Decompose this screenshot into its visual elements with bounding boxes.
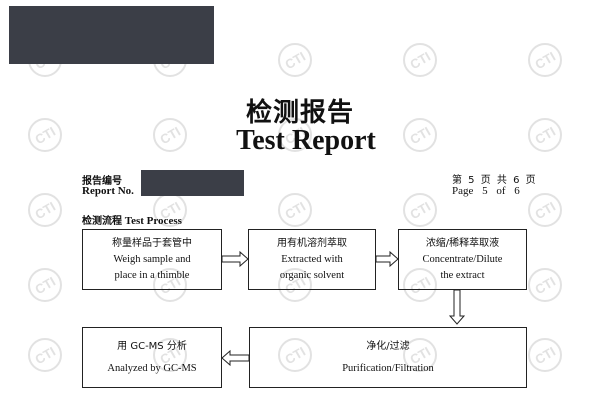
step-label-en: place in a thimble bbox=[114, 269, 190, 281]
section-heading: 检测流程 Test Process bbox=[82, 212, 182, 227]
arrow-down-icon bbox=[448, 289, 466, 325]
arrow-right-icon bbox=[221, 250, 249, 268]
report-no-label-cn: 报告编号 bbox=[82, 176, 122, 187]
step-label-en: the extract bbox=[440, 269, 485, 281]
page-count-cn: 第 5 页 共 6 页 bbox=[452, 175, 536, 186]
step-label-en: Purification/Filtration bbox=[342, 362, 434, 374]
arrow-left-icon bbox=[221, 349, 250, 367]
arrow-right-icon bbox=[375, 250, 399, 268]
page-title-cn: 检测报告 bbox=[245, 98, 354, 128]
step-label-cn: 用 GC-MS 分析 bbox=[117, 340, 187, 352]
redacted-report-number bbox=[141, 170, 244, 196]
step-label-cn: 用有机溶剂萃取 bbox=[277, 237, 347, 249]
process-step-concentrate: 浓缩/稀释萃取液 Concentrate/Dilute the extract bbox=[398, 229, 527, 290]
step-label-cn: 称量样品于套管中 bbox=[112, 237, 192, 249]
step-label-en: Concentrate/Dilute bbox=[422, 253, 503, 265]
section-heading-en: Test Process bbox=[124, 215, 182, 227]
step-label-cn: 浓缩/稀释萃取液 bbox=[425, 237, 500, 249]
page-count-en: Page 5 of 6 bbox=[452, 185, 520, 197]
step-label-cn: 净化/过滤 bbox=[366, 340, 410, 352]
page-title-en: Test Report bbox=[236, 125, 376, 156]
redacted-logo-block bbox=[9, 6, 214, 64]
process-step-analyze: 用 GC-MS 分析 Analyzed by GC-MS bbox=[82, 327, 222, 388]
step-label-en: Analyzed by GC-MS bbox=[107, 362, 197, 374]
step-label-en: Weigh sample and bbox=[113, 253, 191, 265]
step-label-en: Extracted with bbox=[281, 253, 343, 265]
report-no-label-en: Report No. bbox=[82, 185, 134, 197]
step-label-en: organic solvent bbox=[279, 269, 345, 281]
section-heading-cn: 检测流程 bbox=[82, 216, 122, 227]
